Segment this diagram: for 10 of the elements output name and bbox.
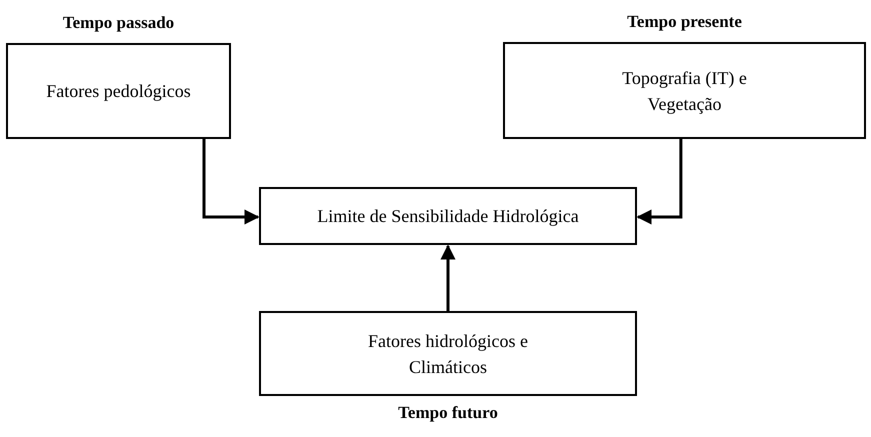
arrow <box>202 139 260 224</box>
heading-text: Tempo presente <box>627 11 742 33</box>
box-label: Topografia (IT) e Vegetação <box>621 66 748 116</box>
box-label: Fatores pedológicos <box>46 80 191 103</box>
box-label: Fatores hidrológicos e Climáticos <box>367 330 529 378</box>
arrow <box>636 139 682 224</box>
heading-text: Tempo futuro <box>398 402 498 424</box>
heading-text: Tempo passado <box>62 12 174 34</box>
arrow <box>440 244 456 311</box>
box-label: Limite de Sensibilidade Hidrológica <box>317 205 579 228</box>
